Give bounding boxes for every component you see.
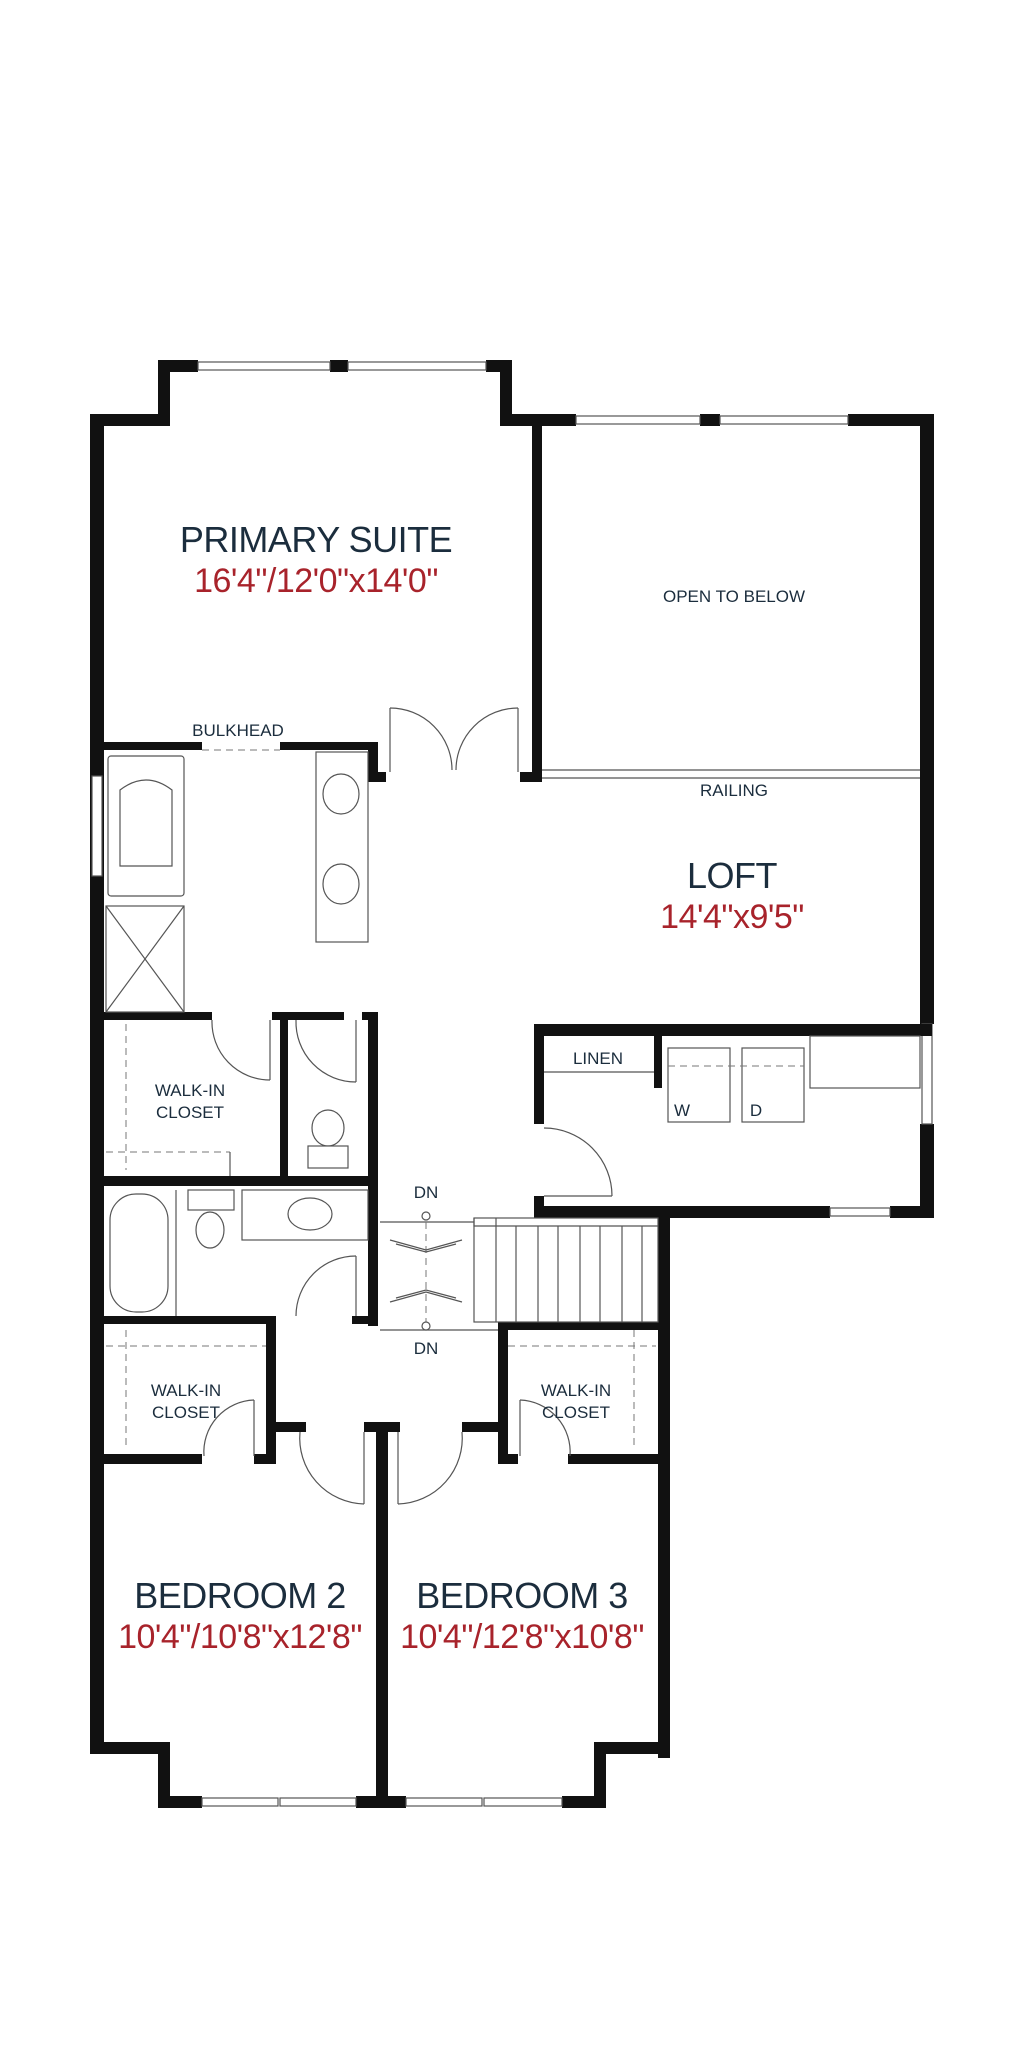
washer-label: W <box>674 1101 690 1120</box>
laundry-fixtures <box>544 1035 921 1123</box>
ensuite-fixtures <box>105 751 369 1176</box>
primary-suite-dimensions: 16'4"/12'0"x14'0" <box>194 562 438 600</box>
sink-icon <box>322 773 360 815</box>
linen-label: LINEN <box>573 1049 623 1068</box>
main-bath-fixtures <box>109 1189 369 1316</box>
bedroom-3-dimensions: 10'4"/12'8"x10'8" <box>400 1618 644 1656</box>
toilet-icon <box>195 1211 225 1249</box>
doors <box>203 707 613 1505</box>
bathtub <box>107 755 185 897</box>
stair-arrow-icon <box>389 1291 463 1303</box>
dryer <box>741 1047 805 1123</box>
dryer-label: D <box>750 1101 762 1120</box>
closet-shelving <box>106 1330 656 1450</box>
open-to-below-label: OPEN TO BELOW <box>663 587 805 606</box>
vanity <box>315 751 369 943</box>
room-labels: PRIMARY SUITE 16'4"/12'0"x14'0" OPEN TO … <box>118 519 805 1656</box>
sink-icon <box>287 1197 333 1231</box>
walk-in-closet-label: WALK-IN <box>151 1381 221 1400</box>
primary-suite-name: PRIMARY SUITE <box>180 519 452 560</box>
stair-down-label: DN <box>414 1183 439 1202</box>
loft-dimensions: 14'4"x9'5" <box>660 898 804 936</box>
bulkhead-label: BULKHEAD <box>192 721 284 740</box>
bedroom-2-dimensions: 10'4"/10'8"x12'8" <box>118 1618 362 1656</box>
walk-in-closet-label: CLOSET <box>152 1403 220 1422</box>
staircase <box>380 1211 659 1331</box>
railing-label: RAILING <box>700 781 768 800</box>
bedroom-3-name: BEDROOM 3 <box>416 1575 628 1616</box>
sink-icon <box>322 863 360 905</box>
walk-in-closet-label: WALK-IN <box>541 1381 611 1400</box>
walk-in-closet-label: CLOSET <box>542 1403 610 1422</box>
washer <box>667 1047 731 1123</box>
windows <box>91 361 933 1807</box>
loft-name: LOFT <box>687 855 778 896</box>
exterior-walls <box>90 360 934 1808</box>
bedroom-2-name: BEDROOM 2 <box>134 1575 346 1616</box>
toilet-icon <box>311 1109 345 1147</box>
walk-in-closet-label: CLOSET <box>156 1103 224 1122</box>
stair-arrow-icon <box>389 1239 463 1251</box>
stair-down-label: DN <box>414 1339 439 1358</box>
bathtub <box>109 1193 169 1313</box>
interior-walls <box>102 424 932 1808</box>
walk-in-closet-label: WALK-IN <box>155 1081 225 1100</box>
